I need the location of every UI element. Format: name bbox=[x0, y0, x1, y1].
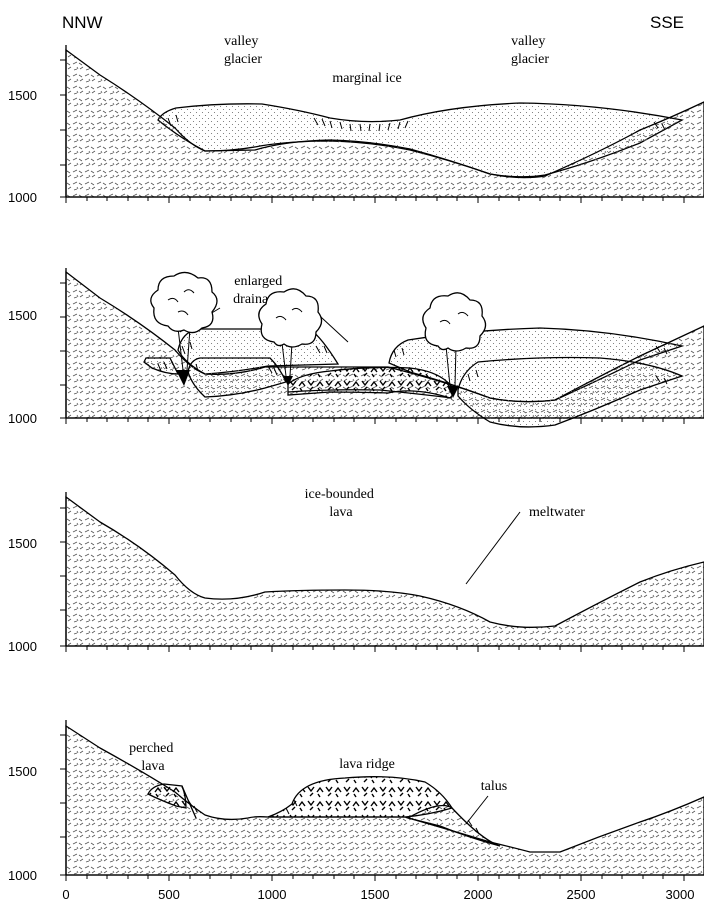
bedrock bbox=[65, 495, 704, 647]
eruption-column bbox=[445, 345, 457, 387]
label-line: lava bbox=[141, 759, 165, 774]
label-line: glacier bbox=[224, 52, 262, 67]
label-line: lava ridge bbox=[339, 757, 395, 772]
x-tick-label: 2000 bbox=[464, 887, 493, 902]
axis-left bbox=[60, 45, 67, 198]
eruption-column bbox=[177, 327, 191, 371]
y-tick-label: 1000 bbox=[8, 190, 37, 205]
panel-4: 1500 1000 0 500 1000 1500 2000 2500 3000… bbox=[8, 720, 704, 902]
label-line: lava bbox=[329, 505, 353, 520]
panel-1: 1500 1000 valley glacier marginal ice va… bbox=[8, 34, 704, 205]
x-tick-label: 500 bbox=[158, 887, 180, 902]
vent bbox=[447, 386, 459, 398]
x-tick-label: 2500 bbox=[567, 887, 596, 902]
label-valley-glacier-right: valley glacier bbox=[511, 34, 549, 67]
axis-bottom bbox=[65, 874, 704, 881]
label-lava-ridge: lava ridge bbox=[339, 757, 395, 772]
label-line: marginal ice bbox=[332, 71, 401, 86]
label-meltwater: meltwater bbox=[529, 505, 585, 520]
y-tick-label: 1500 bbox=[8, 764, 37, 779]
label-marginal-ice: marginal ice bbox=[332, 71, 401, 86]
y-tick-label: 1500 bbox=[8, 308, 37, 323]
y-tick-label: 1000 bbox=[8, 411, 37, 426]
y-tick-label: 1000 bbox=[8, 639, 37, 654]
label-line: valley bbox=[224, 34, 258, 49]
label-ice-bounded-lava: ice-bounded lava bbox=[305, 487, 378, 520]
x-tick-label: 1000 bbox=[258, 887, 287, 902]
eruption-plume bbox=[150, 271, 218, 334]
label-line: glacier bbox=[511, 52, 549, 67]
margin-marks bbox=[187, 799, 480, 835]
vent bbox=[176, 370, 190, 386]
label-valley-glacier-left: valley glacier bbox=[224, 34, 262, 67]
label-line: ice-bounded bbox=[305, 487, 374, 502]
axis-left bbox=[60, 720, 67, 876]
label-line: enlarged bbox=[234, 274, 282, 289]
label-talus: talus bbox=[481, 779, 507, 794]
label-line: valley bbox=[511, 34, 545, 49]
label-line: meltwater bbox=[529, 505, 585, 520]
margin-marks bbox=[157, 361, 668, 385]
margin-marks bbox=[181, 341, 668, 358]
leader-line bbox=[465, 795, 489, 825]
axis-left bbox=[60, 492, 67, 647]
x-tick-label: 1500 bbox=[361, 887, 390, 902]
leader-line bbox=[465, 511, 521, 585]
label-line: perched bbox=[129, 741, 173, 756]
lava-body bbox=[147, 783, 187, 809]
eruption-plume bbox=[258, 288, 323, 348]
plume-texture bbox=[167, 289, 469, 325]
axis-bottom bbox=[65, 645, 704, 652]
lava-crust-line bbox=[287, 389, 453, 399]
bedrock bbox=[65, 48, 704, 198]
y-tick-label: 1000 bbox=[8, 868, 37, 883]
axis-left bbox=[60, 268, 67, 419]
direction-label-right: SSE bbox=[650, 13, 684, 32]
panel-3: 1500 1000 ice-bounded lava meltwater bbox=[8, 271, 704, 654]
vent bbox=[283, 376, 293, 386]
margin-marks bbox=[167, 114, 666, 132]
eruption-plume bbox=[422, 292, 487, 352]
y-tick-label: 1500 bbox=[8, 536, 37, 551]
ice-body-right bbox=[457, 356, 684, 428]
lava-body bbox=[267, 776, 454, 818]
y-tick-label: 1500 bbox=[8, 88, 37, 103]
eruption-column bbox=[281, 342, 293, 377]
direction-label-left: NNW bbox=[62, 13, 103, 32]
axis-bottom bbox=[65, 417, 704, 424]
x-tick-label: 0 bbox=[62, 887, 69, 902]
label-line: talus bbox=[481, 779, 507, 794]
x-tick-label: 3000 bbox=[666, 887, 695, 902]
label-perched-lava: perched lava bbox=[129, 741, 177, 774]
axis-bottom bbox=[65, 196, 704, 203]
